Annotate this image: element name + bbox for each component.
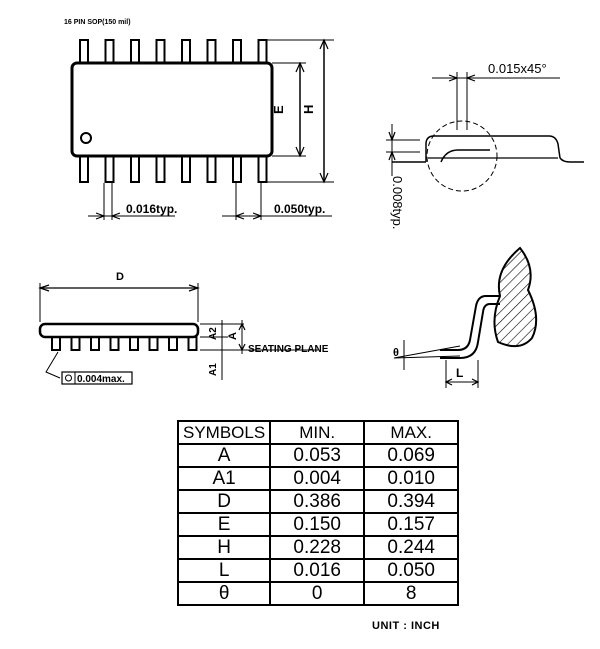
package-title: 16 PIN SOP(150 mil)	[64, 19, 131, 26]
seating-plane-label: SEATING PLANE	[248, 344, 329, 355]
table-row: H 0.228 0.244	[176, 535, 460, 560]
side-view	[38, 283, 318, 385]
min-cell: 0.150	[269, 512, 366, 537]
dim-a-label: A	[227, 332, 239, 340]
max-cell: 0.010	[363, 466, 460, 491]
side-lead	[187, 336, 198, 351]
header-max: MAX.	[363, 420, 460, 445]
lead-detail	[393, 246, 538, 388]
max-cell: 0.394	[363, 489, 460, 514]
side-lead	[168, 336, 178, 351]
theta-label: θ	[393, 347, 399, 359]
min-cell: 0.016	[269, 558, 366, 583]
unit-note: UNIT : INCH	[372, 620, 440, 632]
bottom-leads	[79, 155, 268, 183]
side-lead	[129, 336, 139, 351]
min-cell: 0.053	[269, 443, 366, 468]
top-lead	[79, 39, 89, 64]
max-cell: 0.157	[363, 512, 460, 537]
table-row: D 0.386 0.394	[176, 489, 460, 514]
top-leads	[79, 39, 268, 64]
dim-d-label: D	[116, 271, 124, 283]
chamfer-label: 0.015x45°	[488, 61, 547, 76]
min-cell: 0.228	[269, 535, 366, 560]
symbol-cell: A	[176, 443, 272, 468]
max-cell: 8	[363, 581, 460, 606]
lead-thickness-label: 0.008typ.	[390, 176, 405, 230]
lead-width-label: 0.016typ.	[126, 202, 177, 216]
top-lead	[257, 39, 268, 64]
symbol-cell: θ	[176, 581, 272, 606]
top-lead	[206, 39, 217, 64]
coplanarity-label: 0.004max.	[77, 374, 125, 385]
side-lead	[51, 336, 61, 351]
table-row: A1 0.004 0.010	[176, 466, 460, 491]
min-cell: 0.386	[269, 489, 366, 514]
table-row: A 0.053 0.069	[176, 443, 460, 468]
symbol-cell: L	[176, 558, 272, 583]
table-row: θ 0 8	[176, 581, 460, 606]
table-row: L 0.016 0.050	[176, 558, 460, 583]
bottom-lead	[130, 155, 140, 183]
dim-h-label: H	[301, 105, 316, 114]
max-cell: 0.244	[363, 535, 460, 560]
dim-a1-label: A1	[208, 363, 219, 376]
dim-l-label: L	[456, 366, 463, 380]
chamfer-detail	[386, 72, 584, 192]
bottom-lead	[206, 155, 217, 183]
top-lead	[104, 39, 115, 64]
package-body-side	[38, 322, 200, 339]
top-lead	[232, 39, 242, 64]
side-lead	[90, 336, 100, 351]
min-cell: 0	[269, 581, 366, 606]
dim-e-label: E	[271, 105, 286, 114]
top-lead	[130, 39, 140, 64]
dim-a2-label: A2	[208, 327, 219, 340]
bottom-lead	[104, 155, 115, 183]
top-lead	[181, 39, 191, 64]
symbol-cell: D	[176, 489, 272, 514]
side-lead	[70, 336, 81, 351]
symbol-cell: H	[176, 535, 272, 560]
table-header-row: SYMBOLS MIN. MAX.	[176, 420, 460, 445]
dimension-table-container: SYMBOLS MIN. MAX. A 0.053 0.069 A1 0.004…	[176, 420, 460, 606]
bottom-lead	[232, 155, 242, 183]
min-cell: 0.004	[269, 466, 366, 491]
bottom-lead	[181, 155, 191, 183]
header-symbols: SYMBOLS	[176, 420, 272, 445]
bottom-lead	[257, 155, 268, 183]
side-lead	[148, 336, 159, 351]
body-section	[493, 246, 538, 348]
symbol-cell: A1	[176, 466, 272, 491]
side-lead	[109, 336, 120, 351]
package-body-top	[70, 61, 274, 158]
dimension-table: SYMBOLS MIN. MAX. A 0.053 0.069 A1 0.004…	[176, 420, 460, 606]
symbol-cell: E	[176, 512, 272, 537]
max-cell: 0.069	[363, 443, 460, 468]
top-view	[70, 38, 334, 220]
top-lead	[155, 39, 166, 64]
header-min: MIN.	[269, 420, 366, 445]
side-leads	[51, 336, 198, 351]
bottom-lead	[155, 155, 166, 183]
pin1-marker	[80, 132, 92, 144]
bottom-lead	[79, 155, 89, 183]
pitch-label: 0.050typ.	[274, 202, 325, 216]
table-row: E 0.150 0.157	[176, 512, 460, 537]
max-cell: 0.050	[363, 558, 460, 583]
